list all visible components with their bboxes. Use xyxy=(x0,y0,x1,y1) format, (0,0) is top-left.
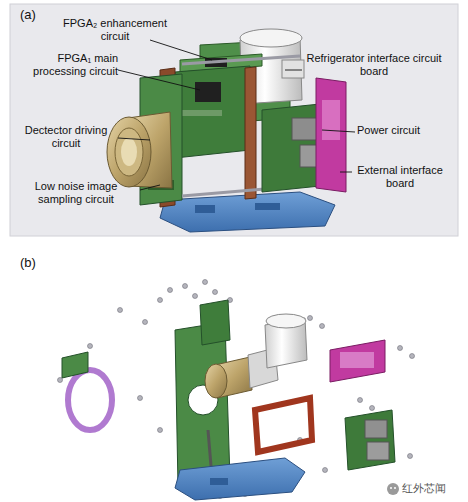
part-name: Low noise image sampling circuit xyxy=(12,180,140,206)
panel-ground xyxy=(10,4,458,236)
part-name: FPGA₁ main processing circuit xyxy=(18,52,118,78)
part-name: Dectector driving circuit xyxy=(14,124,118,150)
exploded-view xyxy=(58,280,415,501)
part-name: Power circuit xyxy=(357,124,447,137)
panel-letter: (a) xyxy=(20,8,50,21)
part-name: External interface board xyxy=(352,164,448,190)
watermark-icon xyxy=(387,483,399,495)
watermark: 红外芯闻 xyxy=(402,482,462,495)
panel-letter: (b) xyxy=(20,256,50,269)
part-name: Refrigerator interface circuit board xyxy=(304,52,444,78)
part-name: FPGA₂ enhancement circuit xyxy=(60,17,170,43)
